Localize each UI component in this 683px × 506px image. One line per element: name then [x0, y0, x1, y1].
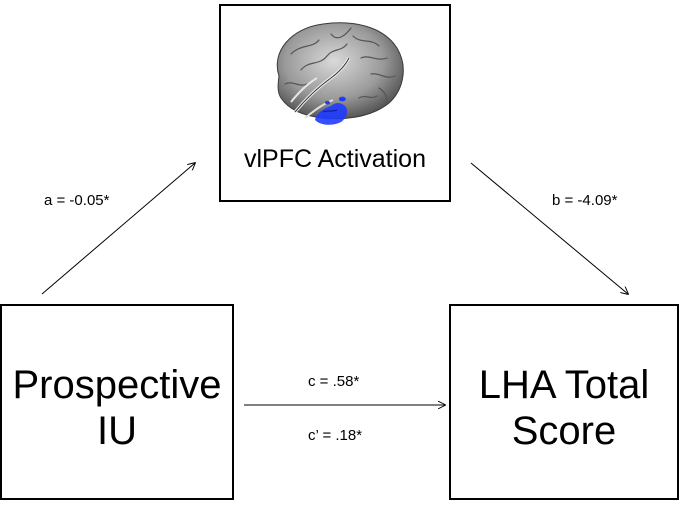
path-b-label: b = -4.09*: [552, 192, 618, 209]
predictor-box: Prospective IU: [0, 304, 234, 500]
path-c-label: c = .58*: [308, 373, 360, 390]
predictor-label-line2: IU: [97, 409, 137, 453]
predictor-label-line1: Prospective: [12, 363, 222, 407]
outcome-label-line2: Score: [511, 409, 617, 453]
mediator-box: vlPFC Activation: [219, 4, 451, 202]
path-c-prime-label: c’ = .18*: [308, 427, 363, 444]
outcome-box: LHA Total Score: [449, 304, 679, 500]
mediator-label: vlPFC Activation: [243, 145, 426, 173]
brain-image: [276, 22, 404, 125]
path-b-arrow: [470, 162, 628, 294]
outcome-label-line1: LHA Total: [478, 363, 650, 407]
path-a-arrow: [41, 163, 195, 295]
activation-cluster: [315, 103, 348, 125]
path-a-label: a = -0.05*: [44, 192, 110, 209]
